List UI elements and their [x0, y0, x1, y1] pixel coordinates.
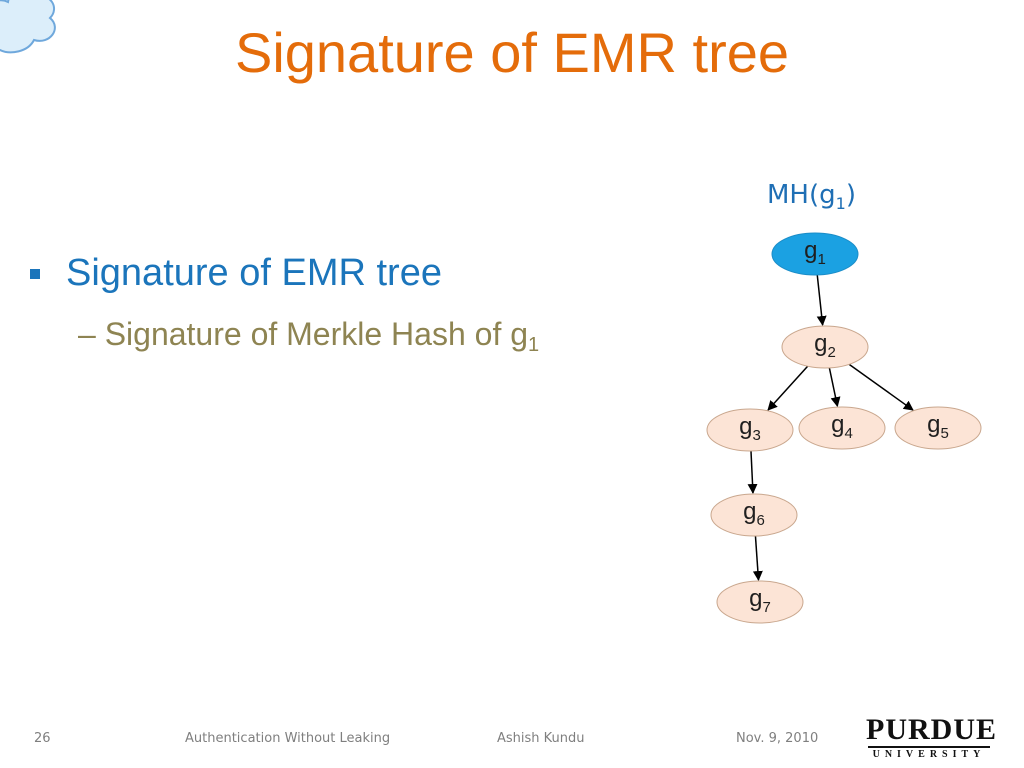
cloud-decoration	[0, 0, 56, 54]
footer-page-number: 26	[34, 731, 51, 746]
tree-node-g4: g4	[798, 406, 886, 450]
merkle-hash-label: MH(g1)	[767, 180, 856, 213]
tree-node-g1: g1	[771, 232, 859, 276]
sub-bullet-text: – Signature of Merkle Hash of g	[78, 316, 529, 352]
tree-node-shape	[798, 406, 886, 450]
tree-node-label-subscript: 7	[763, 599, 771, 616]
merkle-hash-label-prefix: MH(g	[767, 180, 836, 210]
edge-g2-g5	[848, 363, 914, 411]
purdue-logo: PURDUE UNIVERSITY	[866, 713, 997, 763]
tree-node-label-base: g	[804, 237, 817, 264]
tree-node-shape	[771, 232, 859, 276]
footer-presentation-title: Authentication Without Leaking	[185, 731, 391, 746]
tree-node-g5: g5	[894, 406, 982, 450]
tree-node-g7: g7	[716, 580, 804, 624]
tree-node-label-base: g	[814, 330, 827, 357]
tree-node-label-base: g	[831, 411, 844, 438]
sub-bullet-item: – Signature of Merkle Hash of g1	[78, 316, 539, 357]
tree-node-g6: g6	[710, 493, 798, 537]
tree-node-label-subscript: 1	[818, 251, 826, 268]
purdue-logo-rule	[868, 746, 990, 748]
tree-node-shape	[894, 406, 982, 450]
edge-g2-g3	[767, 365, 809, 411]
merkle-hash-label-subscript: 1	[835, 194, 846, 214]
purdue-logo-subtitle: UNIVERSITY	[872, 749, 986, 760]
merkle-hash-label-suffix: )	[845, 180, 856, 210]
tree-node-label-subscript: 4	[845, 425, 853, 442]
purdue-logo-wordmark: PURDUE	[866, 713, 997, 746]
tree-node-label-base: g	[743, 498, 756, 525]
edge-g3-g6	[747, 450, 758, 495]
tree-node-label: g4	[831, 411, 853, 442]
slide-title: Signature of EMR tree	[234, 21, 790, 84]
tree-node-label-subscript: 3	[753, 427, 761, 444]
bullet-square-icon	[30, 268, 40, 279]
edge-g2-g4	[828, 367, 841, 408]
tree-node-shape	[710, 493, 798, 537]
tree-node-shape	[706, 408, 794, 452]
tree-node-shape	[781, 325, 869, 369]
edge-g1-g2	[816, 274, 827, 327]
tree-node-label: g7	[749, 585, 771, 616]
tree-node-label-subscript: 6	[757, 512, 765, 529]
tree-node-g2: g2	[781, 325, 869, 369]
bullet-item: Signature of EMR tree	[30, 252, 442, 295]
tree-node-g3: g3	[706, 408, 794, 452]
bullet-text: Signature of EMR tree	[66, 252, 442, 294]
tree-node-label: g3	[739, 413, 761, 444]
tree-node-label: g1	[804, 237, 826, 268]
tree-node-label: g5	[927, 411, 949, 442]
edge-g6-g7	[752, 535, 763, 582]
tree-node-label-base: g	[749, 585, 762, 612]
tree-node-label-base: g	[927, 411, 940, 438]
tree-node-label: g6	[743, 498, 765, 529]
tree-node-shape	[716, 580, 804, 624]
footer-date: Nov. 9, 2010	[736, 731, 819, 746]
footer-author: Ashish Kundu	[497, 731, 585, 746]
tree-node-label-base: g	[739, 413, 752, 440]
tree-node-label-subscript: 2	[828, 344, 836, 361]
tree-node-label: g2	[814, 330, 836, 361]
tree-node-label-subscript: 5	[941, 425, 949, 442]
sub-bullet-subscript: 1	[528, 334, 540, 356]
